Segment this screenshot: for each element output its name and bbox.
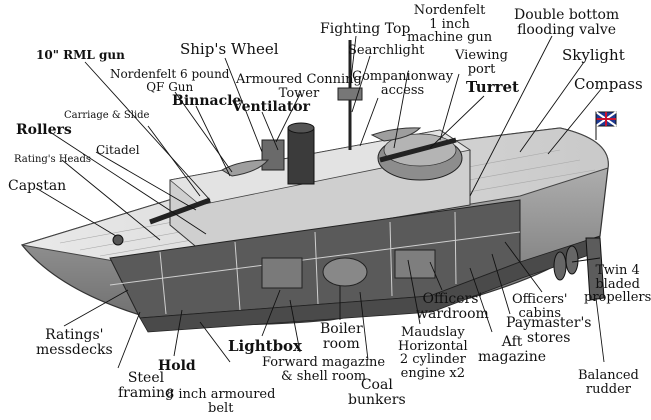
label-capstan: Capstan: [8, 178, 67, 194]
label-companionway-access: Companionway access: [352, 69, 454, 98]
funnel-top: [287, 122, 315, 134]
leader-lines: [35, 35, 605, 369]
label-ventilator: Ventilator: [232, 99, 311, 115]
capstan: [112, 234, 124, 246]
propellers: [553, 245, 579, 281]
label-aft-magazine: Aft magazine: [478, 334, 547, 365]
label-officers-wardroom: Officers' wardroom: [416, 291, 489, 322]
label-boiler-room: Boiler room: [320, 321, 363, 352]
magazine-racks: [261, 257, 303, 289]
label-ratings-messdecks: Ratings' messdecks: [36, 327, 113, 358]
label-hold: Hold: [158, 358, 196, 374]
label-lightbox: Lightbox: [228, 337, 303, 355]
label-ratings-heads: Rating's Heads: [14, 154, 91, 165]
funnel: [287, 127, 315, 185]
boiler: [322, 257, 368, 287]
rml-gun-barrel: [149, 197, 211, 225]
turret-gun-barrel: [379, 137, 457, 163]
label-twin-propellers: Twin 4 bladed propellers: [584, 263, 651, 306]
label-turret: Turret: [466, 78, 519, 96]
label-armoured-belt: 8 inch armoured belt: [166, 387, 276, 416]
ships-boat-aft: [370, 127, 422, 142]
rudder: [585, 237, 605, 301]
label-fighting-top: Fighting Top: [320, 21, 411, 37]
conning-tower: [261, 139, 285, 171]
label-steel-framing: Steel framing: [118, 370, 174, 401]
label-compass: Compass: [574, 75, 643, 93]
compartment-bulkheads: [109, 211, 521, 315]
label-viewing-port: Viewing port: [455, 48, 508, 77]
label-forward-magazine: Forward magazine & shell room: [262, 355, 386, 384]
label-balanced-rudder: Balanced rudder: [578, 368, 639, 397]
label-citadel: Citadel: [96, 143, 140, 157]
label-maudslay-engine: Maudslay Horizontal 2 cylinder engine x2: [398, 325, 468, 381]
label-rollers: Rollers: [16, 122, 72, 138]
label-coal-bunkers: Coal bunkers: [348, 377, 406, 408]
label-paymasters-stores: Paymaster's stores: [506, 315, 592, 346]
label-nordenfelt-1in: Nordenfelt 1 inch machine gun: [407, 3, 493, 46]
ships-boat-fore: [221, 159, 270, 177]
label-officers-cabins: Officers' cabins: [512, 292, 568, 321]
label-carriage-slide: Carriage & Slide: [64, 110, 150, 121]
label-armoured-conning-tower: Armoured Conning Tower: [236, 72, 362, 101]
label-10in-rml-gun: 10" RML gun: [36, 48, 125, 62]
label-searchlight: Searchlight: [348, 43, 425, 58]
label-skylight: Skylight: [562, 46, 625, 64]
label-ships-wheel: Ship's Wheel: [180, 40, 279, 58]
label-binnacle: Binnacle: [172, 93, 242, 109]
engine-block: [394, 249, 436, 279]
label-nordenfelt-6pdr: Nordenfelt 6 pound QF Gun: [110, 67, 230, 94]
label-double-bottom-valve: Double bottom flooding valve: [514, 7, 620, 38]
